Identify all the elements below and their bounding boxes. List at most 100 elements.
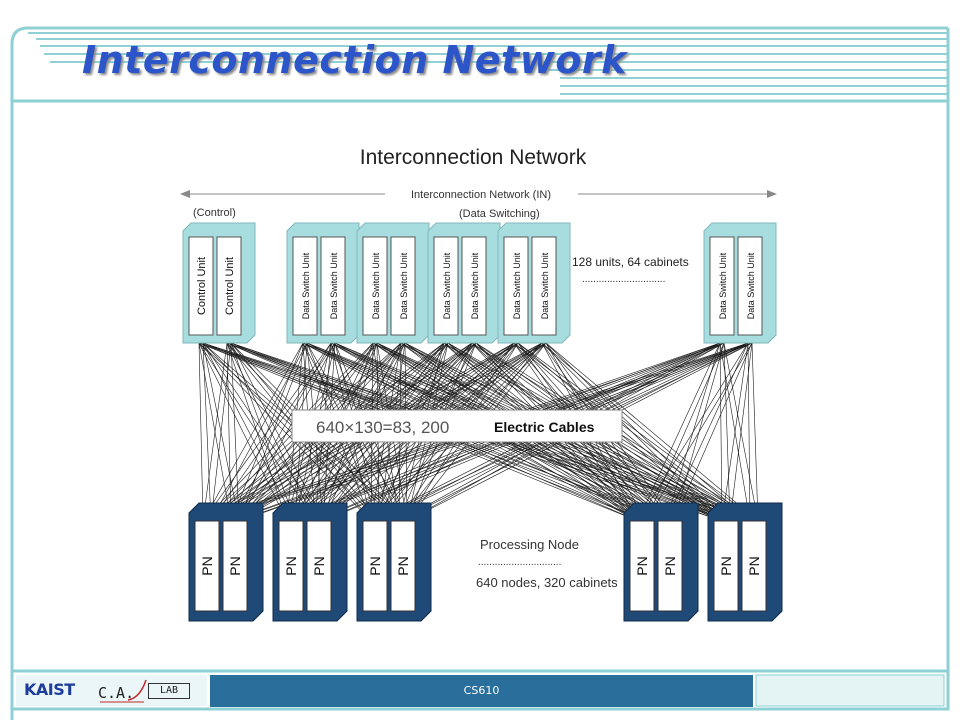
unit-label: Data Switch Unit — [512, 252, 522, 319]
cable-line — [665, 342, 749, 522]
cable-line — [230, 342, 240, 522]
cable-line — [673, 342, 753, 522]
switch-cabinet: Data Switch Unit Data Switch Unit — [427, 222, 501, 344]
processing-node-unit — [657, 520, 683, 612]
unit-label: Data Switch Unit — [442, 252, 452, 319]
pn-cabinet: PN PN — [623, 502, 699, 622]
control-unit — [216, 236, 242, 336]
pn-unit-label: PN — [367, 556, 383, 575]
cable-line — [202, 342, 374, 522]
switch-cabinet: Data Switch Unit Data Switch Unit — [703, 222, 777, 344]
calab-logo-lab: LAB — [148, 683, 190, 699]
pn-count-note: 640 nodes, 320 cabinets — [476, 575, 618, 590]
pn-unit-label: PN — [395, 556, 411, 575]
control-cabinet: Control Unit Control Unit — [182, 222, 256, 344]
unit-label: Control Unit — [224, 257, 236, 315]
switch-dots: .............................. — [582, 274, 665, 285]
cable-line — [198, 342, 288, 522]
in-label: Interconnection Network (IN) — [411, 189, 551, 201]
calab-logo-ca: C.A. — [98, 684, 135, 702]
pn-unit-label: PN — [199, 556, 215, 575]
cable-line — [198, 342, 204, 522]
processing-node-unit — [278, 520, 304, 612]
pn-cabinet: PN PN — [356, 502, 432, 622]
data-switch-unit — [709, 236, 735, 336]
unit-label: Data Switch Unit — [540, 252, 550, 319]
pn-unit-label: PN — [227, 556, 243, 575]
pn-cabinet: PN PN — [272, 502, 348, 622]
cable-suffix: Electric Cables — [494, 419, 595, 435]
unit-label: Data Switch Unit — [399, 252, 409, 319]
switching-label: (Data Switching) — [459, 208, 540, 220]
pn-dots: .............................. — [478, 557, 561, 568]
control-label: (Control) — [193, 207, 236, 219]
pn-unit-label: PN — [662, 556, 678, 575]
pn-unit-label: PN — [634, 556, 650, 575]
cable-label-box — [291, 409, 623, 443]
cable-line — [202, 342, 212, 522]
pn-title: Processing Node — [480, 537, 579, 552]
unit-label: Data Switch Unit — [746, 252, 756, 319]
data-switch-unit — [531, 236, 557, 336]
switch-cabinet: Data Switch Unit Data Switch Unit — [497, 222, 571, 344]
unit-label: Data Switch Unit — [470, 252, 480, 319]
cable-line — [637, 342, 749, 522]
cable-line — [202, 342, 228, 522]
data-switch-unit — [292, 236, 318, 336]
cable-line — [747, 342, 751, 522]
cable-line — [226, 342, 232, 522]
pn-unit-label: PN — [283, 556, 299, 575]
cabinets: Control Unit Control Unit Data Switch Unit… — [182, 222, 783, 622]
slide-title: Interconnection Network — [82, 38, 627, 82]
processing-node-unit — [713, 520, 739, 612]
cable-line — [545, 342, 759, 522]
unit-label: Data Switch Unit — [371, 252, 381, 319]
processing-node-unit — [222, 520, 248, 612]
data-switch-unit — [390, 236, 416, 336]
cable-line — [202, 342, 304, 522]
pn-unit-label: PN — [746, 556, 762, 575]
pn-cabinet: PN PN — [707, 502, 783, 622]
unit-label: Control Unit — [196, 257, 208, 315]
data-switch-unit — [433, 236, 459, 336]
processing-node-unit — [194, 520, 220, 612]
switch-cabinet: Data Switch Unit Data Switch Unit — [356, 222, 430, 344]
data-switch-unit — [737, 236, 763, 336]
data-switch-unit — [461, 236, 487, 336]
cable-line — [721, 342, 749, 522]
processing-node-unit — [629, 520, 655, 612]
unit-label: Data Switch Unit — [718, 252, 728, 319]
control-unit — [188, 236, 214, 336]
footer-course-code: CS610 — [463, 684, 500, 697]
processing-node-unit — [362, 520, 388, 612]
cable-line — [226, 342, 288, 522]
cable-formula: 640×130=83, 200 — [316, 418, 449, 437]
pn-cabinet: PN PN — [188, 502, 264, 622]
processing-node-unit — [741, 520, 767, 612]
cable-line — [645, 342, 753, 522]
data-switch-unit — [503, 236, 529, 336]
processing-node-unit — [306, 520, 332, 612]
pn-unit-label: PN — [311, 556, 327, 575]
switch-count-note: 128 units, 64 cabinets — [572, 255, 689, 269]
data-switch-unit — [362, 236, 388, 336]
pn-unit-label: PN — [718, 556, 734, 575]
in-arrowhead-right — [767, 190, 777, 198]
data-switch-unit — [320, 236, 346, 336]
unit-label: Data Switch Unit — [329, 252, 339, 319]
processing-node-unit — [390, 520, 416, 612]
in-arrowhead-left — [180, 190, 190, 198]
cable-line — [751, 342, 759, 522]
unit-label: Data Switch Unit — [301, 252, 311, 319]
kaist-logo: KAIST — [24, 680, 75, 699]
cable-line — [637, 342, 721, 522]
cable-line — [541, 342, 723, 522]
cable-line — [202, 342, 332, 522]
cable-line — [230, 342, 324, 522]
cable-line — [719, 342, 723, 522]
cable-line — [541, 342, 751, 522]
switch-cabinet: Data Switch Unit Data Switch Unit — [286, 222, 360, 344]
